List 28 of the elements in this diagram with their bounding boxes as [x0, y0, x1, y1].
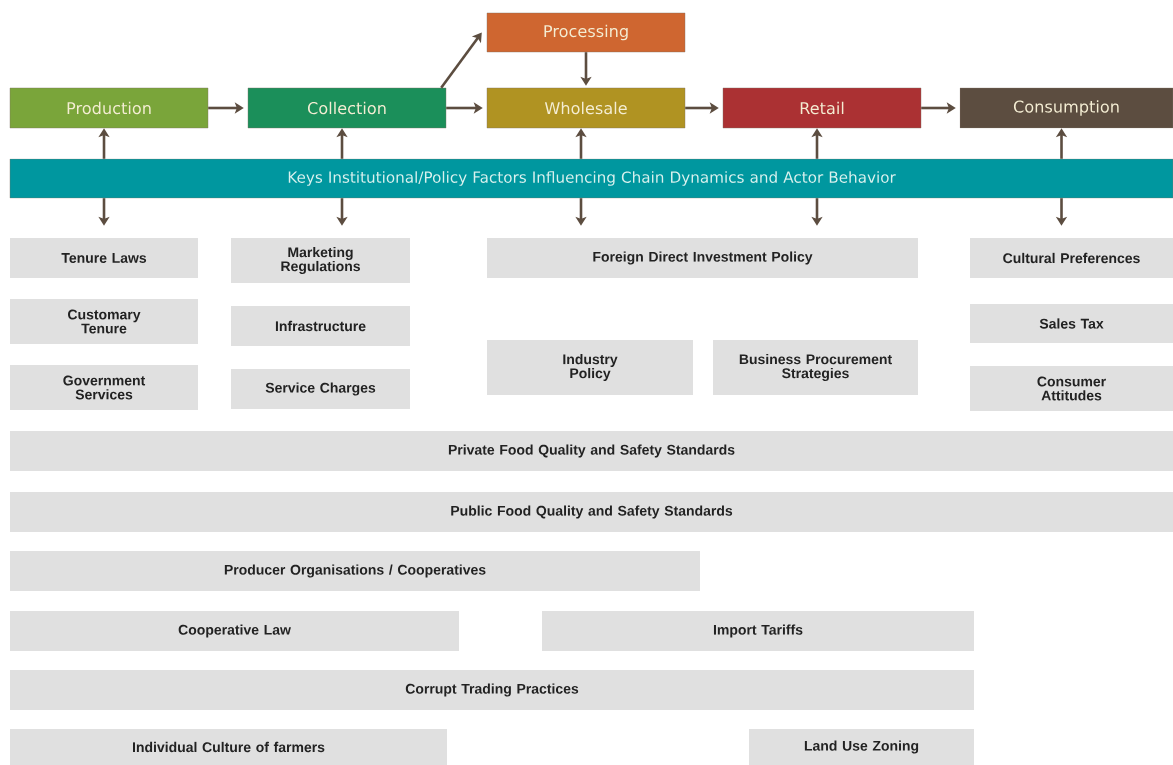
factor-box: Business Procurement Strategies — [713, 340, 918, 395]
factor-box: Tenure Laws — [10, 238, 198, 278]
factor-box: Marketing Regulations — [231, 238, 410, 283]
banner: Keys Institutional/Policy Factors Influencing Chain Dynamics and Actor Behavior — [9, 158, 1173, 199]
stage-box: Production — [9, 87, 209, 129]
arrow — [440, 32, 482, 89]
stage-box: Consumption — [959, 87, 1173, 129]
factor-box: Private Food Quality and Safety Standards — [10, 431, 1173, 471]
factor-box: Public Food Quality and Safety Standards — [10, 492, 1173, 532]
stage-box: Collection — [247, 87, 447, 129]
factor-box: Sales Tax — [970, 304, 1173, 343]
factor-box: Import Tariffs — [542, 611, 974, 651]
factor-box: Corrupt Trading Practices — [10, 670, 974, 710]
factor-box: Individual Culture of farmers — [10, 729, 447, 765]
factor-box: Industry Policy — [487, 340, 693, 395]
factor-box: Infrastructure — [231, 306, 410, 346]
stage-box: Retail — [722, 87, 922, 129]
factor-box: Foreign Direct Investment Policy — [487, 238, 918, 278]
factor-box: Customary Tenure — [10, 299, 198, 344]
stage-box: Wholesale — [486, 87, 686, 129]
factor-box: Consumer Attitudes — [970, 366, 1173, 411]
factor-box: Service Charges — [231, 369, 410, 409]
factor-box: Producer Organisations / Cooperatives — [10, 551, 700, 591]
factor-box: Land Use Zoning — [749, 729, 974, 765]
factor-box: Government Services — [10, 365, 198, 410]
stage-box: Processing — [486, 12, 686, 53]
factor-box: Cooperative Law — [10, 611, 459, 651]
factor-box: Cultural Preferences — [970, 238, 1173, 278]
